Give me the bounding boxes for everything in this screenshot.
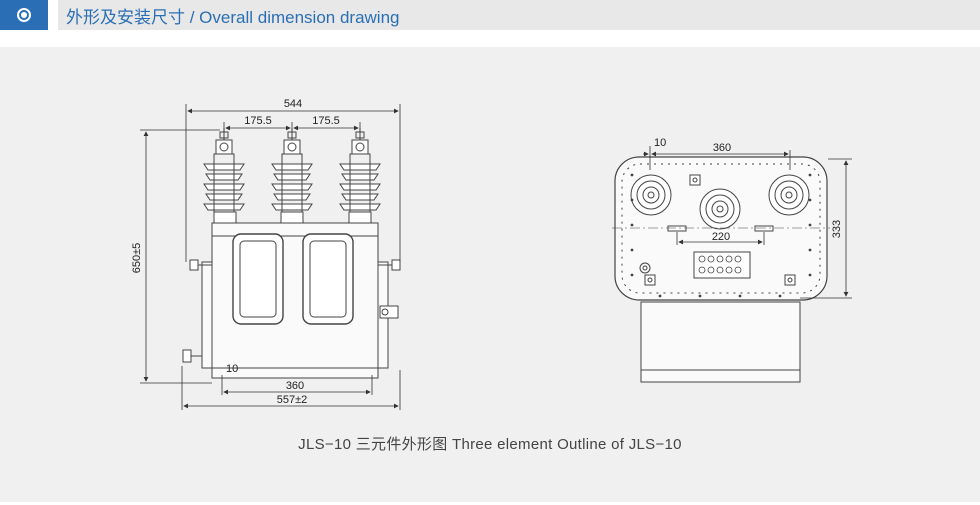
figure-caption: JLS−10 三元件外形图 Three element Outline of J… — [298, 436, 682, 453]
header-badge — [0, 0, 48, 30]
header-bar: 外形及安装尺寸 / Overall dimension drawing — [58, 0, 980, 30]
bushing — [271, 128, 313, 224]
top-dim-mount-width: 360 — [713, 142, 731, 154]
front-view — [182, 128, 401, 379]
bushing-top — [699, 188, 741, 230]
bushing-top — [768, 174, 810, 216]
dim-spacing-right: 175.5 — [312, 115, 340, 127]
top-dimensions — [643, 146, 852, 299]
dim-base: 557±2 — [277, 394, 308, 406]
bushing-top — [630, 174, 672, 216]
dim-spacing-left: 175.5 — [244, 115, 272, 127]
section-title: 外形及安装尺寸 / Overall dimension drawing — [66, 7, 400, 27]
outline-drawing: 544 175.5 175.5 650±5 10 360 557±2 — [131, 98, 852, 410]
top-dim-depth: 333 — [831, 220, 843, 238]
dim-height: 650±5 — [131, 243, 143, 274]
section-header: 外形及安装尺寸 / Overall dimension drawing — [0, 0, 980, 30]
dim-overall-width: 544 — [284, 98, 302, 110]
dim-offset: 10 — [226, 363, 238, 375]
top-dim-spacing: 220 — [712, 231, 730, 243]
drawing-panel: 544 175.5 175.5 650±5 10 360 557±2 — [0, 47, 980, 502]
top-view — [612, 156, 830, 383]
bushing — [339, 128, 381, 224]
bullseye-icon — [17, 8, 31, 22]
front-dimensions — [140, 104, 401, 410]
bushing — [203, 128, 245, 224]
dim-mount: 360 — [286, 380, 304, 392]
top-dim-offset: 10 — [654, 137, 666, 149]
